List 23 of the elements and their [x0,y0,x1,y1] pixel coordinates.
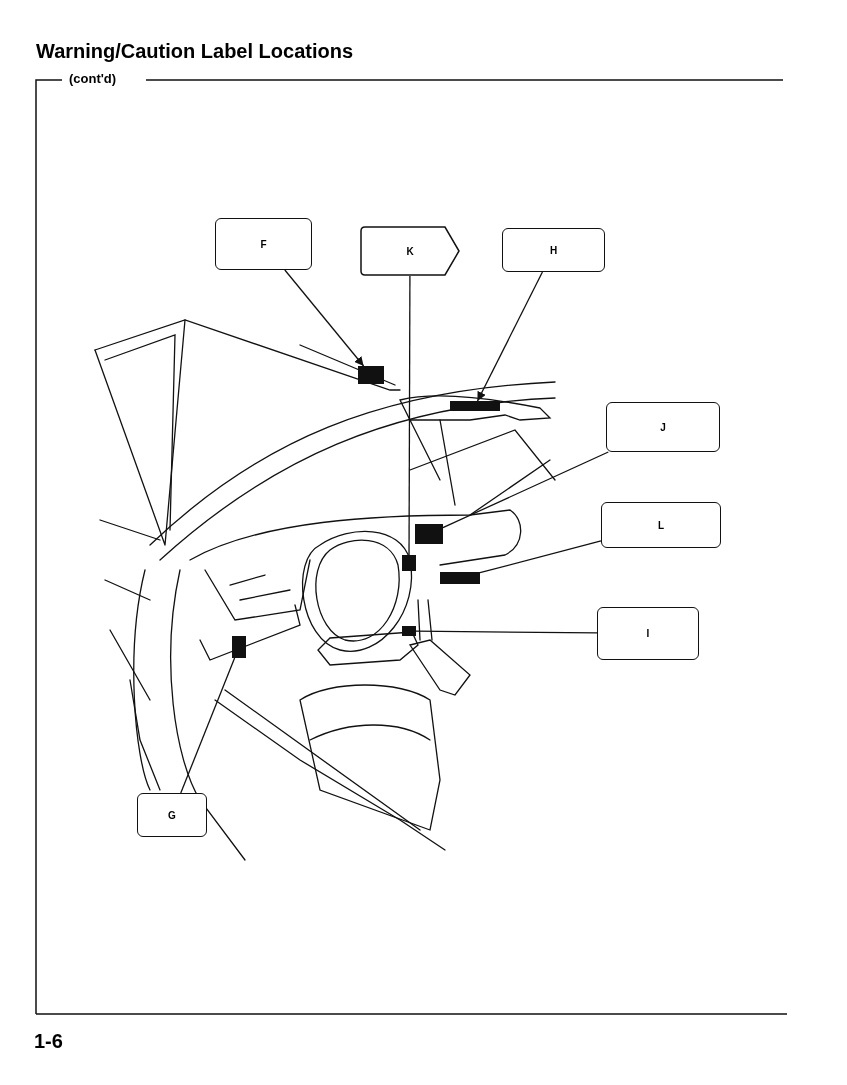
warning-label-patch [402,626,416,636]
callout-box: F [215,218,312,270]
page-number: 1-6 [34,1030,63,1053]
warning-label-patch [415,524,443,544]
callout-box: I [597,607,699,660]
warning-label-patch [450,401,500,411]
callout-box: H [502,228,605,272]
callout-tag: K [360,226,460,276]
leader-line [408,275,411,556]
warning-label-patch [440,572,480,584]
warning-label-patch [358,366,384,384]
leader-line [479,540,602,574]
leader-line [442,451,609,529]
warning-label-patch [402,555,416,571]
page-title: Warning/Caution Label Locations [36,40,354,63]
callout-box: J [606,402,720,452]
callout-box: L [601,502,721,548]
leader-line [284,269,365,367]
leader-line [476,271,544,402]
leader-line [415,630,598,634]
warning-label-patch [232,636,246,658]
leader-line [180,657,236,794]
callout-box: G [137,793,207,837]
